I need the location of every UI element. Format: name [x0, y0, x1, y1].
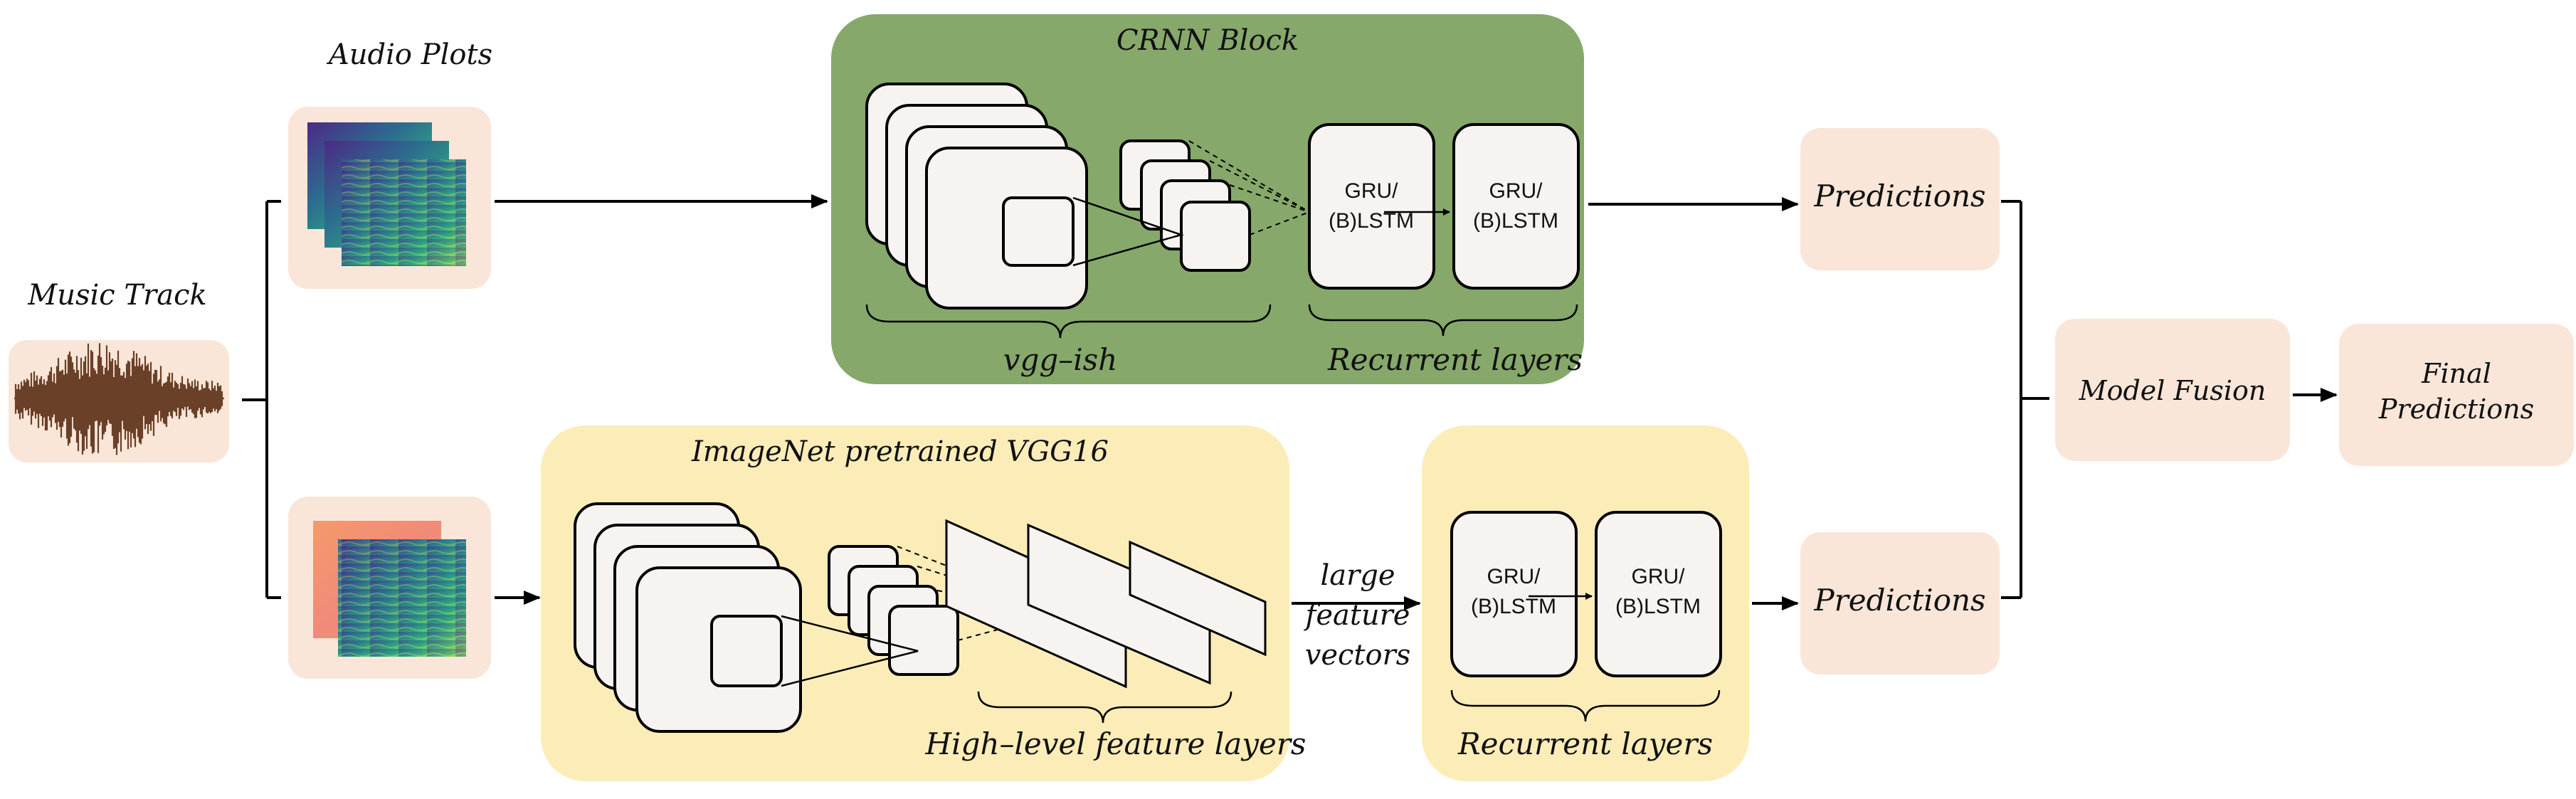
- brace-rec-recurrent: [1450, 689, 1721, 722]
- crnn-gru-unit-1-line2: (B)LSTM: [1329, 209, 1414, 233]
- predictions-bottom-label: Predictions: [1813, 583, 1985, 618]
- crnn-block-title: CRNN Block: [1117, 24, 1299, 57]
- input-connectors: [242, 200, 281, 599]
- feature-vectors-line1: large: [1320, 559, 1395, 592]
- rec-gru-unit-2: GRU/ (B)LSTM: [1595, 511, 1722, 677]
- crnn-feature-stack: [1072, 139, 1310, 272]
- predictions-top-box: [1800, 128, 2000, 270]
- final-predictions-box: [2339, 324, 2574, 466]
- vgg16-block-title: ImageNet pretrained VGG16: [691, 435, 1109, 468]
- spectrogram-stack-top: [307, 122, 466, 266]
- predictions-top-label: Predictions: [1813, 179, 1985, 213]
- rec-gru-unit-2-line1: GRU/: [1632, 565, 1686, 588]
- feature-vectors-line3: vectors: [1305, 639, 1410, 672]
- vgg16-fc-layers: [945, 519, 1267, 689]
- crnn-conv-stack: [865, 83, 1088, 309]
- model-fusion-box: [2055, 319, 2290, 461]
- spectrogram-stack-bottom: [313, 521, 466, 657]
- crnn-gru-unit-2-line2: (B)LSTM: [1473, 209, 1558, 233]
- rec-recurrent-label: Recurrent layers: [1457, 726, 1713, 761]
- music-track-label: Music Track: [27, 279, 206, 312]
- high-level-label: High–level feature layers: [925, 726, 1307, 761]
- vggish-label: vgg–ish: [1003, 342, 1118, 377]
- crnn-gru-unit-1-line1: GRU/: [1345, 179, 1399, 203]
- predictions-bottom-box: [1800, 532, 2000, 674]
- brace-vggish: [865, 304, 1272, 339]
- fusion-connectors: [2001, 200, 2049, 599]
- final-predictions-line2: Predictions: [2378, 393, 2534, 425]
- rec-gru-unit-1-line1: GRU/: [1487, 565, 1541, 588]
- rec-gru-unit-2-line2: (B)LSTM: [1615, 595, 1701, 618]
- crnn-gru-unit-2-line1: GRU/: [1489, 179, 1543, 203]
- waveform-icon: [14, 343, 224, 455]
- audio-plots-label: Audio Plots: [326, 38, 492, 71]
- crnn-gru-unit-1: GRU/ (B)LSTM: [1308, 123, 1435, 290]
- vgg16-conv-stack: [574, 502, 802, 733]
- brace-crnn-recurrent: [1308, 304, 1578, 337]
- crnn-recurrent-label: Recurrent layers: [1327, 342, 1583, 377]
- crnn-gru-unit-2: GRU/ (B)LSTM: [1452, 123, 1580, 290]
- final-predictions-line1: Final: [2421, 358, 2491, 389]
- rec-gru-unit-1: GRU/ (B)LSTM: [1450, 511, 1578, 677]
- model-fusion-label: Model Fusion: [2079, 375, 2266, 406]
- feature-vectors-label: large feature vectors: [1304, 559, 1411, 672]
- brace-high-level: [977, 691, 1232, 724]
- rec-gru-unit-1-line2: (B)LSTM: [1471, 595, 1556, 618]
